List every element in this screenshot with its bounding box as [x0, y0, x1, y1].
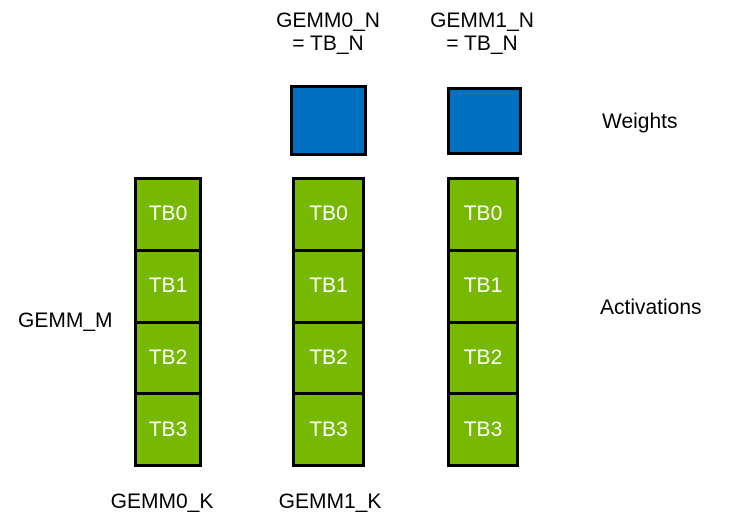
- gemm-m-label: GEMM_M: [18, 309, 113, 332]
- activations-column-left: TB0 TB1 TB2 TB3: [134, 177, 202, 467]
- activations-column-gemm1: TB0 TB1 TB2 TB3: [447, 177, 519, 467]
- gemm0-k-label: GEMM0_K: [110, 490, 214, 513]
- header-gemm1-n: GEMM1_N = TB_N: [402, 9, 562, 55]
- tb-block: TB1: [137, 251, 199, 321]
- header-gemm0-n-line2: = TB_N: [292, 32, 364, 55]
- activations-column-gemm0: TB0 TB1 TB2 TB3: [292, 177, 365, 467]
- tb-block: TB1: [450, 251, 516, 321]
- tb-block: TB3: [137, 395, 199, 464]
- tb-block: TB3: [295, 395, 362, 464]
- tb-block: TB2: [295, 323, 362, 393]
- tb-block: TB2: [450, 323, 516, 393]
- tb-block: TB3: [450, 395, 516, 464]
- header-gemm1-n-line2: = TB_N: [446, 32, 518, 55]
- tb-block: TB1: [295, 251, 362, 321]
- tb-block: TB2: [137, 323, 199, 393]
- activations-label: Activations: [600, 296, 702, 319]
- weights-block-gemm0: [290, 85, 367, 156]
- header-gemm1-n-line1: GEMM1_N: [430, 9, 534, 32]
- tb-block: TB0: [137, 180, 199, 249]
- header-gemm0-n: GEMM0_N = TB_N: [248, 9, 408, 55]
- weights-label: Weights: [602, 110, 678, 133]
- tb-block: TB0: [295, 180, 362, 249]
- tb-block: TB0: [450, 180, 516, 249]
- header-gemm0-n-line1: GEMM0_N: [276, 9, 380, 32]
- gemm1-k-label: GEMM1_K: [278, 490, 382, 513]
- weights-block-gemm1: [447, 87, 522, 155]
